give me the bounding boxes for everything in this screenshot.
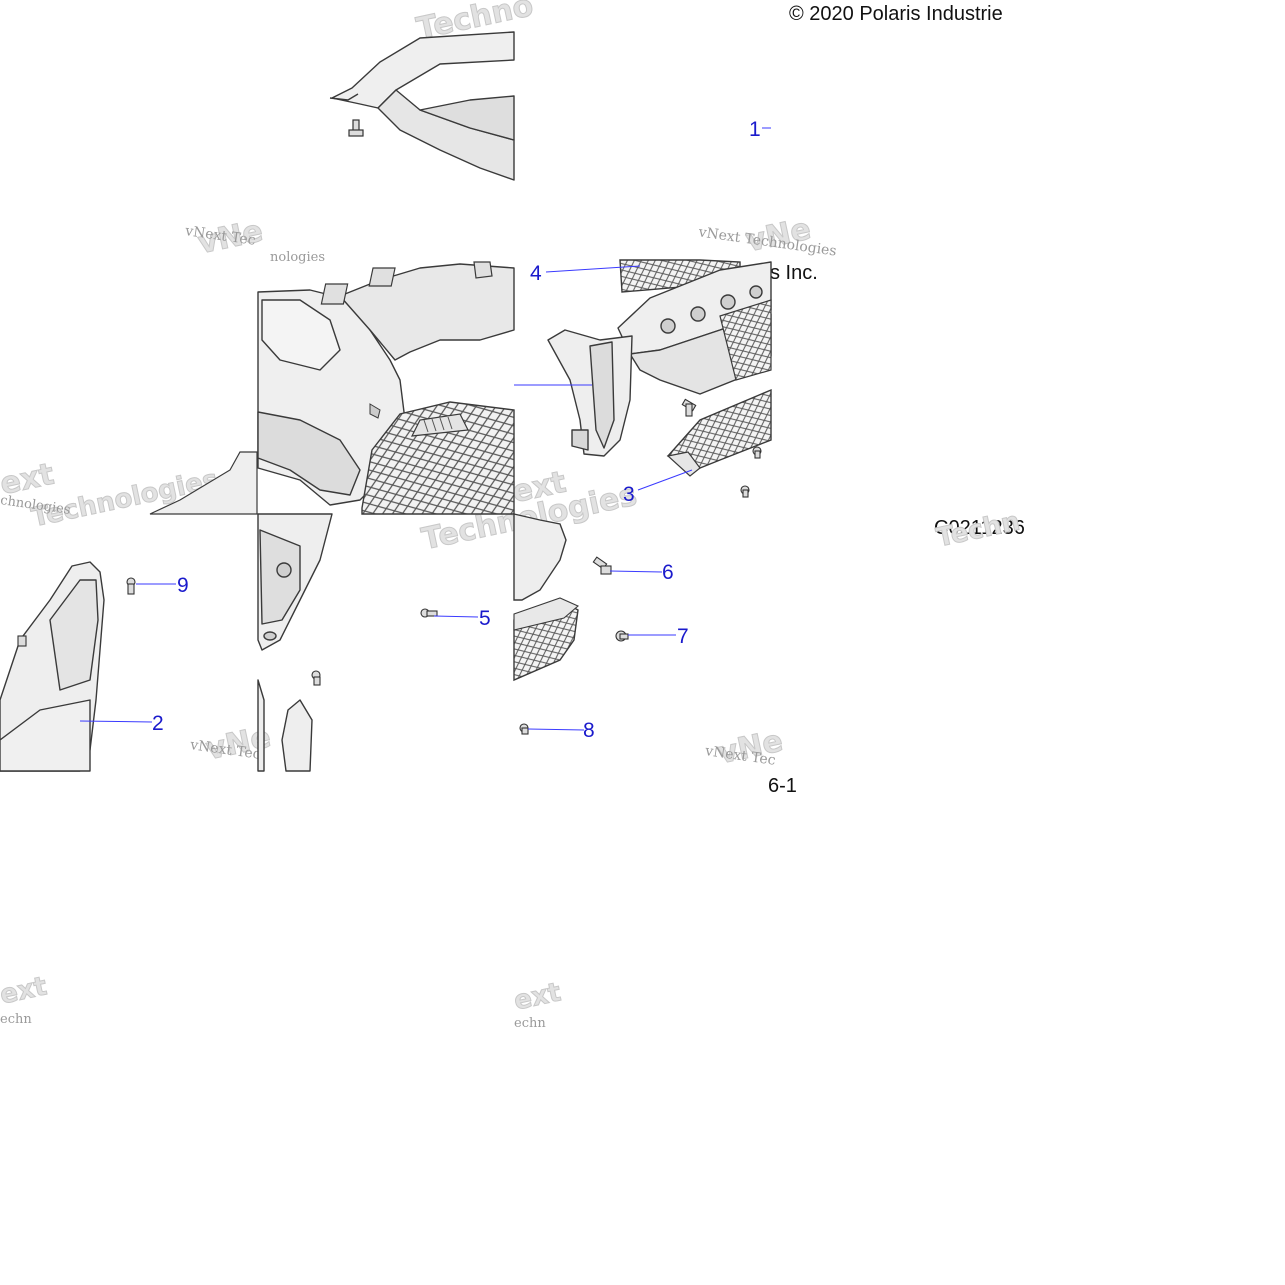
bolt-icon bbox=[519, 723, 529, 735]
bolt-icon bbox=[420, 608, 438, 618]
callout-7[interactable]: 7 bbox=[677, 625, 689, 648]
diagram-number: C0211236 bbox=[934, 517, 1025, 539]
left-bumper-end bbox=[149, 451, 258, 515]
bolt-icon bbox=[126, 577, 136, 595]
front-bumper-bar bbox=[329, 31, 515, 181]
bolt-icon bbox=[752, 446, 762, 459]
left-side-panel bbox=[0, 561, 105, 772]
bolt-icon bbox=[740, 485, 750, 498]
leader-lines bbox=[79, 127, 771, 731]
fascia-brackets bbox=[320, 261, 493, 305]
callout-1[interactable]: 1 bbox=[749, 118, 761, 141]
bolt-icon bbox=[592, 556, 612, 575]
page-number-fragment: 6-1 bbox=[768, 775, 797, 797]
fascia-grille bbox=[361, 401, 515, 515]
callout-8[interactable]: 8 bbox=[583, 719, 595, 742]
side-panel bbox=[547, 329, 633, 457]
bolt-icon bbox=[348, 119, 364, 137]
copyright-fragment: s Inc. bbox=[770, 262, 818, 284]
callout-6[interactable]: 6 bbox=[662, 561, 674, 584]
bolt-icon bbox=[311, 670, 321, 686]
lower-bracket bbox=[257, 679, 313, 772]
callout-4[interactable]: 4 bbox=[530, 262, 542, 285]
fascia-lower-left bbox=[257, 513, 333, 651]
callout-5[interactable]: 5 bbox=[479, 607, 491, 630]
side-panel-lower bbox=[513, 513, 567, 601]
bolt-icon bbox=[17, 635, 27, 647]
front-fascia bbox=[257, 263, 515, 506]
bolt-icon bbox=[681, 398, 697, 417]
bolt-icon bbox=[615, 630, 629, 642]
callout-3[interactable]: 3 bbox=[623, 483, 635, 506]
callout-9[interactable]: 9 bbox=[177, 574, 189, 597]
callout-2[interactable]: 2 bbox=[152, 712, 164, 735]
copyright-text: © 2020 Polaris Industrie bbox=[789, 3, 1003, 25]
